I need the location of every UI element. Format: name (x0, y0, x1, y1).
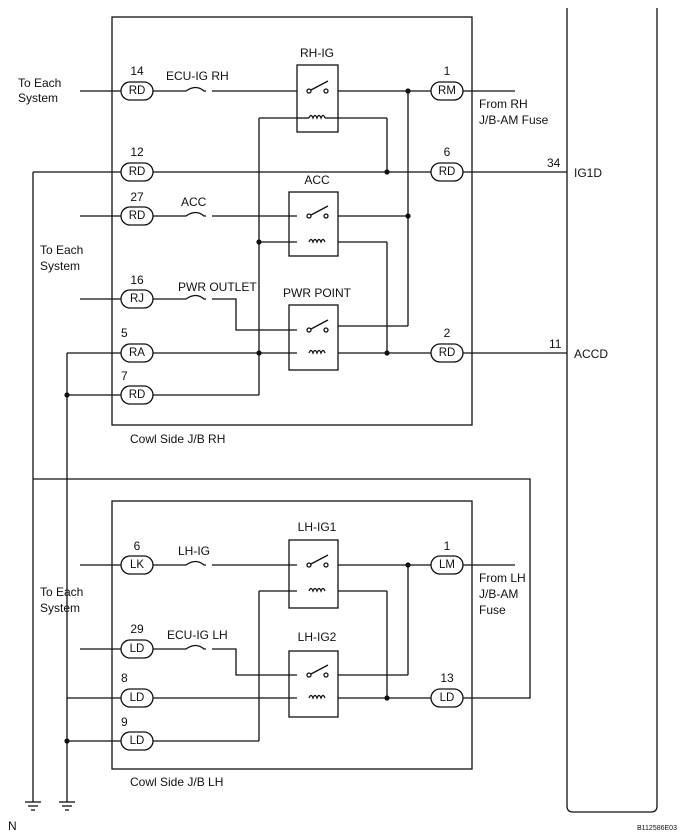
rh-connector-12: 12 RD (120, 145, 154, 182)
rh-connector-1: 1 RM (430, 64, 464, 101)
fuse-ecu-ig-rh: ECU-IG RH (166, 69, 229, 83)
accd-label: ACCD (574, 347, 608, 361)
ground-label: N (8, 819, 17, 833)
ig1d-label: IG1D (574, 166, 602, 180)
rh-connector-16: 16 RJ (120, 273, 154, 309)
svg-text:RD: RD (129, 166, 146, 178)
ig1d-pin: 34 (547, 156, 561, 170)
svg-text:6: 6 (444, 145, 451, 159)
fuse-ecu-ig-lh: ECU-IG LH (167, 628, 228, 642)
svg-text:PWR POINT: PWR POINT (283, 286, 352, 300)
svg-text:LD: LD (130, 735, 145, 747)
accd-pin: 11 (549, 337, 562, 351)
svg-text:ACC: ACC (304, 173, 330, 187)
svg-text:System: System (40, 601, 80, 615)
lh-connector-1: 1 LM (430, 539, 464, 575)
svg-text:29: 29 (130, 622, 144, 636)
svg-text:LK: LK (130, 559, 144, 571)
svg-text:RD: RD (129, 210, 146, 222)
svg-text:LD: LD (130, 643, 145, 655)
rh-to-each-system-top: To Each System (18, 76, 61, 105)
svg-text:8: 8 (121, 671, 128, 685)
svg-text:5: 5 (121, 326, 128, 340)
svg-text:J/B-AM Fuse: J/B-AM Fuse (479, 113, 549, 127)
svg-text:RM: RM (438, 85, 456, 97)
svg-text:16: 16 (130, 273, 144, 287)
svg-text:14: 14 (130, 64, 144, 78)
rh-wiring (32, 86, 567, 802)
rh-connector-27: 27 RD (120, 190, 154, 226)
lh-wiring (64, 560, 515, 744)
svg-text:2: 2 (444, 326, 451, 340)
relay-lh-ig1: LH-IG1 (288, 520, 339, 609)
ecu-block (566, 8, 658, 813)
svg-text:RD: RD (439, 166, 456, 178)
lh-connector-13: 13 LD (430, 671, 464, 708)
rh-connector-2: 2 RD (430, 326, 464, 363)
cowl-side-jb-rh-box (111, 16, 473, 426)
svg-text:J/B-AM: J/B-AM (479, 587, 518, 601)
svg-text:27: 27 (130, 190, 144, 204)
svg-text:LM: LM (439, 559, 455, 571)
fuse-acc: ACC (181, 195, 207, 209)
cowl-side-jb-lh-box (111, 500, 473, 770)
svg-text:LH-IG2: LH-IG2 (298, 630, 337, 644)
svg-text:7: 7 (121, 369, 128, 383)
svg-text:To Each: To Each (40, 585, 83, 599)
svg-text:RD: RD (439, 347, 456, 359)
svg-text:RH-IG: RH-IG (300, 46, 334, 60)
relay-lh-ig2: LH-IG2 (288, 630, 339, 718)
ground-symbol-left (25, 801, 41, 811)
svg-text:RD: RD (129, 389, 146, 401)
svg-text:LD: LD (130, 692, 145, 704)
svg-text:12: 12 (130, 145, 144, 159)
relay-pwr-point: PWR POINT (283, 286, 352, 371)
lh-connector-9: 9 LD (120, 715, 154, 751)
svg-text:RD: RD (129, 85, 146, 97)
svg-text:System: System (18, 91, 58, 105)
svg-text:13: 13 (440, 671, 454, 685)
fuse-pwr-outlet: PWR OUTLET (178, 280, 257, 294)
svg-text:9: 9 (121, 715, 128, 729)
rh-connector-5: 5 RA (120, 326, 154, 363)
from-rh-fuse-label: From RH J/B-AM Fuse (479, 97, 549, 127)
relay-rh-ig: RH-IG (296, 46, 339, 133)
svg-text:From RH: From RH (479, 97, 528, 111)
svg-text:To Each: To Each (18, 76, 61, 90)
svg-text:1: 1 (444, 539, 451, 553)
lh-connector-6: 6 LK (120, 539, 154, 575)
rh-connector-14: 14 RD (120, 64, 154, 101)
svg-text:System: System (40, 259, 80, 273)
rh-to-each-system-mid: To Each System (40, 243, 83, 273)
svg-text:To Each: To Each (40, 243, 83, 257)
lh-connector-8: 8 LD (120, 671, 154, 708)
lh-box-label: Cowl Side J/B LH (130, 775, 223, 789)
relay-acc: ACC (288, 173, 339, 257)
rh-connector-6: 6 RD (430, 145, 464, 182)
svg-text:1: 1 (444, 64, 451, 78)
svg-text:6: 6 (134, 539, 141, 553)
svg-text:LH-IG1: LH-IG1 (298, 520, 337, 534)
rh-connector-7: 7 RD (120, 369, 154, 405)
fuse-lh-ig: LH-IG (178, 544, 210, 558)
svg-text:LD: LD (440, 692, 455, 704)
svg-text:RJ: RJ (130, 293, 144, 305)
svg-text:RA: RA (129, 347, 145, 359)
lh-to-each-system: To Each System (40, 585, 83, 615)
ground-symbol-right (59, 801, 75, 811)
from-lh-fuse-label: From LH J/B-AM Fuse (479, 571, 526, 617)
svg-text:Fuse: Fuse (479, 603, 506, 617)
lh-connector-29: 29 LD (120, 622, 154, 659)
reference-code: B112586E03 (637, 825, 677, 832)
svg-text:From LH: From LH (479, 571, 526, 585)
rh-box-label: Cowl Side J/B RH (130, 432, 225, 446)
